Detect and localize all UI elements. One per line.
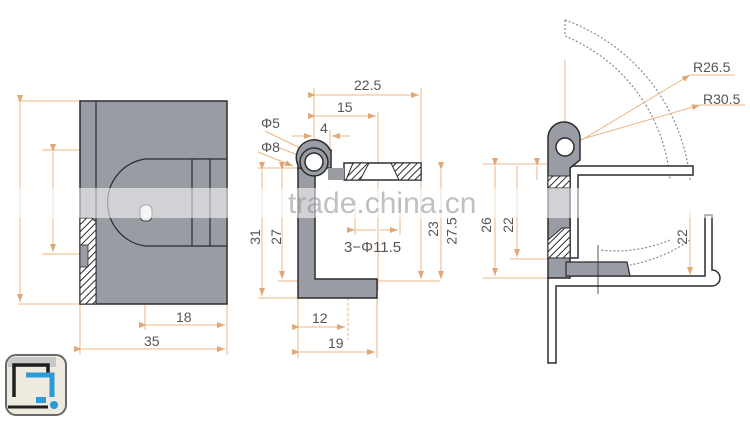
- dim-r30-5: R30.5: [703, 91, 741, 107]
- dim-countersink: 3−Φ11.5: [344, 239, 402, 256]
- front-view: [17, 95, 228, 355]
- dim-35: 35: [144, 333, 160, 349]
- dim-12: 12: [312, 310, 328, 326]
- dim-r26-5: R26.5: [693, 59, 731, 75]
- watermark-band: [0, 188, 750, 218]
- dim-15: 15: [337, 99, 353, 115]
- dim-19: 19: [328, 335, 344, 351]
- brand-logo-icon: [5, 354, 67, 416]
- dim-26: 26: [477, 217, 494, 233]
- dim-22-right: 22: [673, 229, 690, 245]
- dim-22-left: 22: [499, 217, 516, 233]
- dim-27: 27: [267, 229, 284, 245]
- watermark-text: trade.china.cn: [288, 187, 477, 220]
- dim-22-5: 22.5: [354, 77, 382, 93]
- dim-27-5: 27.5: [443, 217, 460, 245]
- dim-phi5: Φ5: [261, 115, 280, 131]
- dim-23: 23: [424, 221, 441, 237]
- dim-31: 31: [246, 229, 263, 245]
- dim-4: 4: [320, 120, 328, 136]
- side-view: [257, 88, 444, 358]
- dim-18: 18: [176, 309, 192, 325]
- dim-phi8: Φ8: [261, 139, 280, 155]
